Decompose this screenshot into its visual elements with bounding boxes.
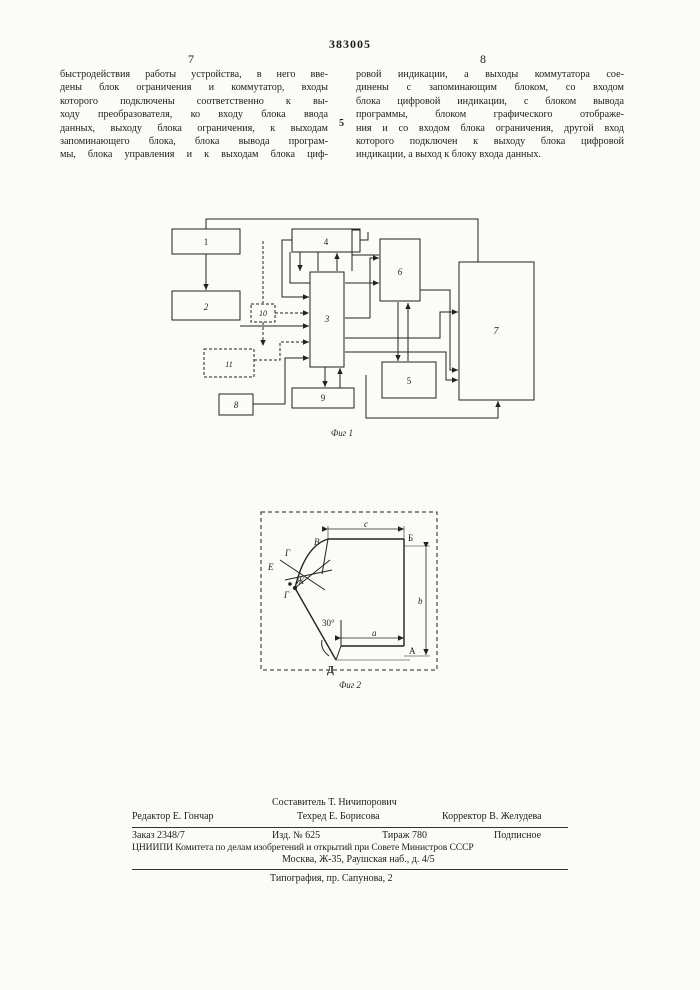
block-3-label: 3 [324,314,330,324]
block-11-label: 11 [225,360,232,369]
text-line: ходу преобразователя, ко входу блока вво… [60,109,328,121]
izd-number: Изд. № 625 [272,830,321,841]
organization: ЦНИИПИ Комитета по делам изобретений и о… [132,842,474,853]
text-line: дены блок ограничения и коммутатор, вход… [60,82,328,94]
block-6 [379,238,421,302]
block-2-label: 2 [204,302,209,312]
text-column-right: ровой индикации, а выходы коммутатора со… [356,68,624,162]
text-line: динены с запоминающим блоком, со входом [356,82,624,94]
margin-line-number: 5 [339,118,344,129]
organization-address: Москва, Ж-35, Раушская наб., д. 4/5 [282,854,435,865]
text-line: быстродействия работы устройства, в него… [60,69,328,80]
point-label-b: Б [408,533,413,543]
column-number-left: 7 [188,52,194,66]
text-line: ния и со входом блока ограничения, друго… [356,122,624,134]
print-run: Тираж 780 [382,830,428,841]
block-9 [291,387,355,409]
block-4-label: 4 [324,237,329,247]
patent-number: 383005 [329,37,371,51]
dimension-b-label: b [418,596,423,606]
block-7 [458,261,535,401]
point-label-g-bottom: Г [283,590,290,600]
block-1-label: 1 [204,237,209,247]
point-label-zh: Ж [295,576,305,586]
techred: Техред Е. Борисова [297,811,380,822]
corrector: Корректор В. Желудева [442,811,542,822]
point-label-v: В [314,537,320,547]
text-line: индикации, а выход к блоку входа данных. [356,149,541,161]
text-line: мы, блока управления и к выходам блока ц… [60,149,328,161]
angle-label: 30° [322,618,335,628]
block-8-label: 8 [234,400,239,410]
block-2 [171,290,241,321]
figure-2-caption: Фиг 2 [339,680,361,690]
subscription: Подписное [494,830,542,841]
editor: Редактор Е. Гончар [132,811,214,822]
block-3 [309,271,345,368]
text-line: блока цифровой индикации, с блоком вывод… [356,95,624,107]
text-line: программы, блоком графического отображе- [356,109,624,121]
text-line: данных, выходу блока ограничения, к выхо… [60,122,328,134]
block-6-label: 6 [398,267,403,277]
column-number-right: 8 [480,52,486,66]
point-label-g-top: Г [284,548,291,558]
block-10-label: 10 [259,309,267,318]
dimension-c-label: c [364,519,368,529]
figure-2-geometry [260,511,438,671]
figure-1-caption: Фиг 1 [331,428,353,438]
dimension-a-label: a [372,628,377,638]
text-column-left: быстродействия работы устройства, в него… [60,68,328,162]
imprint-block: Составитель Т. Ничипорович Редактор Е. Г… [132,797,568,887]
point-label-e: Е [267,562,274,572]
text-line: которого подключены соответственно к вы- [60,95,328,107]
point-label-d: Д [327,665,334,676]
order-number: Заказ 2348/7 [132,830,185,841]
block-7-label: 7 [494,326,500,337]
text-line: ровой индикации, а выходы коммутатора со… [356,69,624,80]
printer: Типография, пр. Сапунова, 2 [270,873,393,884]
block-5-label: 5 [407,376,412,386]
point-label-a: А [409,646,416,656]
block-11 [203,348,255,378]
text-line: которого подключен к выходу блока цифров… [356,136,624,148]
compiler: Составитель Т. Ничипорович [272,797,397,808]
block-5 [381,361,437,399]
block-9-label: 9 [321,393,326,403]
figure-1-block-diagram [171,218,535,419]
text-line: запоминающего блока, блока вывода програ… [60,136,328,148]
